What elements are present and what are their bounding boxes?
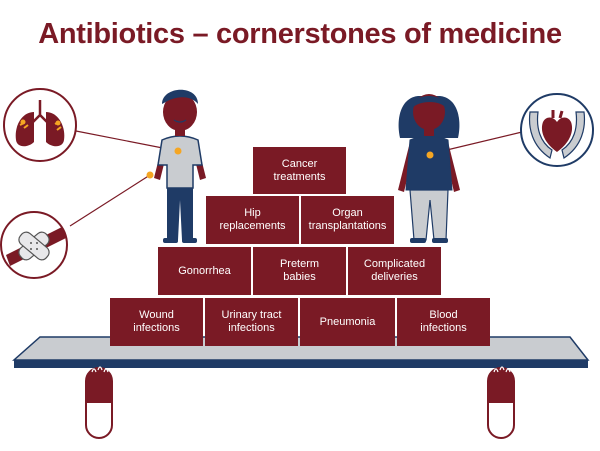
block-urinary-tract-infections: Urinary tract infections xyxy=(205,298,298,346)
block-complicated-deliveries: Complicated deliveries xyxy=(348,247,441,295)
page-title: Antibiotics – cornerstones of medicine xyxy=(38,18,562,50)
block-blood-infections: Blood infections xyxy=(397,298,490,346)
lungs-icon xyxy=(3,88,77,162)
capsule-icon xyxy=(487,366,515,439)
block-gonorrhea: Gonorrhea xyxy=(158,247,251,295)
block-pneumonia: Pneumonia xyxy=(300,298,395,346)
boy-figure xyxy=(146,89,206,243)
block-cancer-treatments: Cancer treatments xyxy=(253,147,346,194)
heart-in-hands-icon xyxy=(520,93,594,167)
girl-figure xyxy=(398,94,460,243)
bandage-icon xyxy=(0,211,68,279)
block-preterm-babies: Preterm babies xyxy=(253,247,346,295)
block-wound-infections: Wound infections xyxy=(110,298,203,346)
capsule-icon xyxy=(85,366,113,439)
block-hip-replacements: Hip replacements xyxy=(206,196,299,244)
block-organ-transplantations: Organ transplantations xyxy=(301,196,394,244)
